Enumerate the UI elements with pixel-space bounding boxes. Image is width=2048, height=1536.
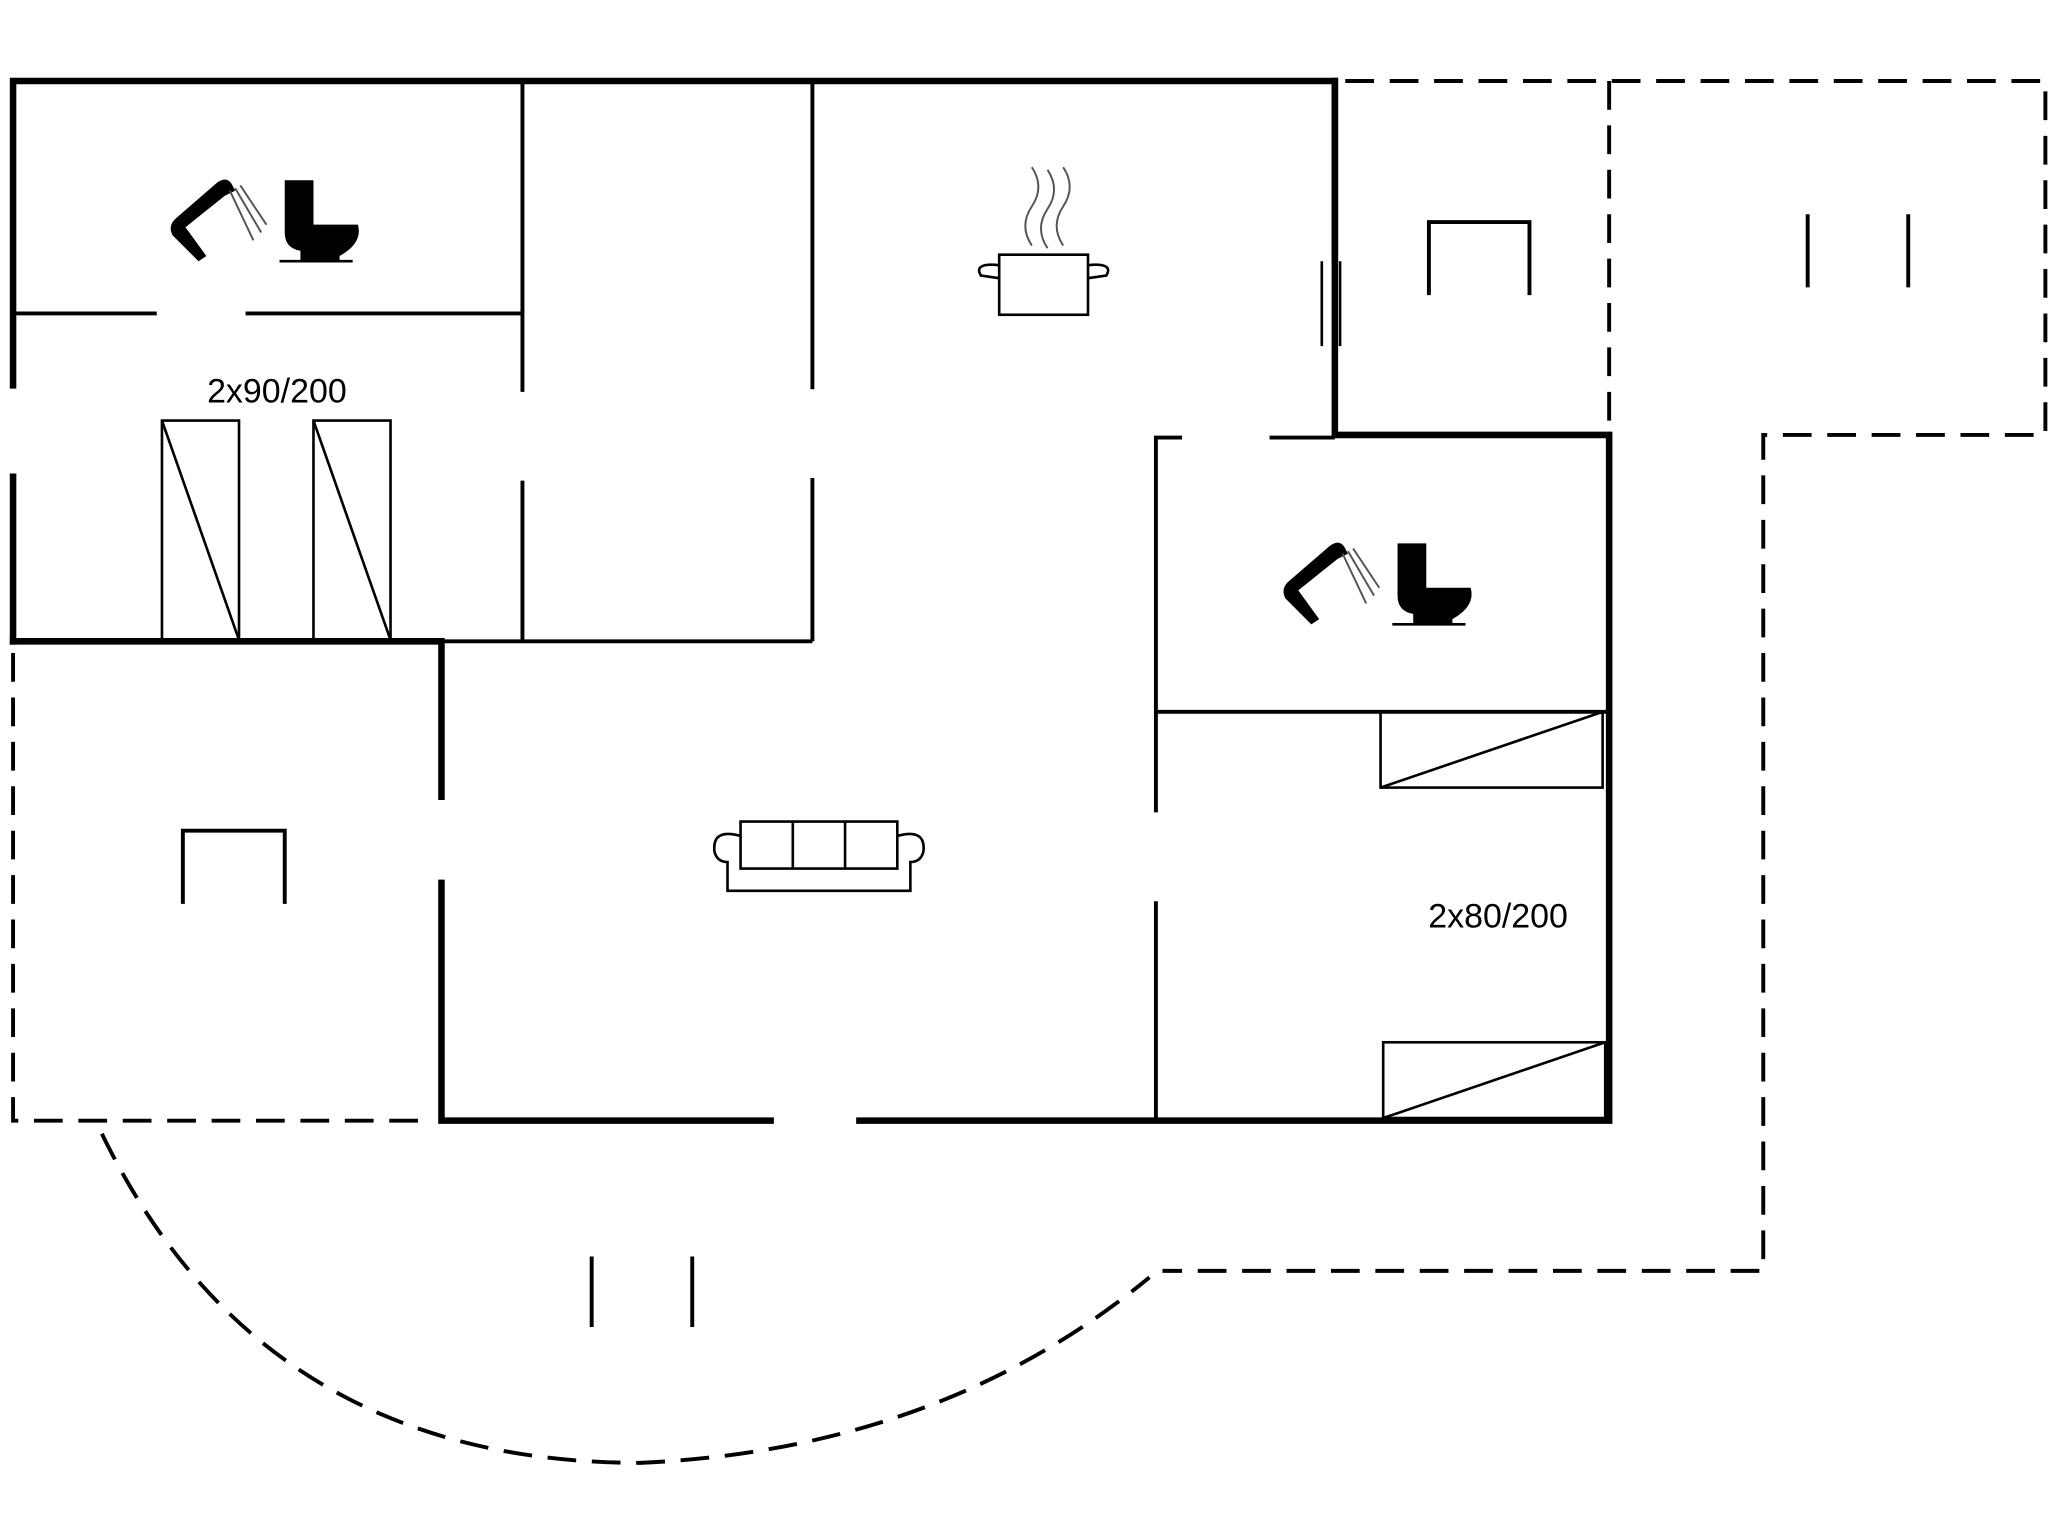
bed-icon bbox=[1379, 710, 1607, 1120]
toilet-icon bbox=[279, 180, 359, 263]
terrace-outlines bbox=[11, 79, 2048, 1465]
bed-size-label: 2x80/200 bbox=[1428, 897, 1568, 935]
shower-icon bbox=[170, 179, 268, 262]
cooking-pot-icon bbox=[977, 166, 1110, 317]
toilet-icon bbox=[1392, 543, 1472, 626]
chair-icon bbox=[589, 214, 1911, 1328]
shower-icon bbox=[1283, 542, 1381, 625]
bed-size-label: 2x90/200 bbox=[207, 372, 347, 410]
sofa-icon bbox=[712, 820, 925, 893]
table-icon bbox=[180, 220, 1532, 904]
interior-walls bbox=[13, 80, 1610, 1121]
bed-icon bbox=[160, 419, 392, 642]
